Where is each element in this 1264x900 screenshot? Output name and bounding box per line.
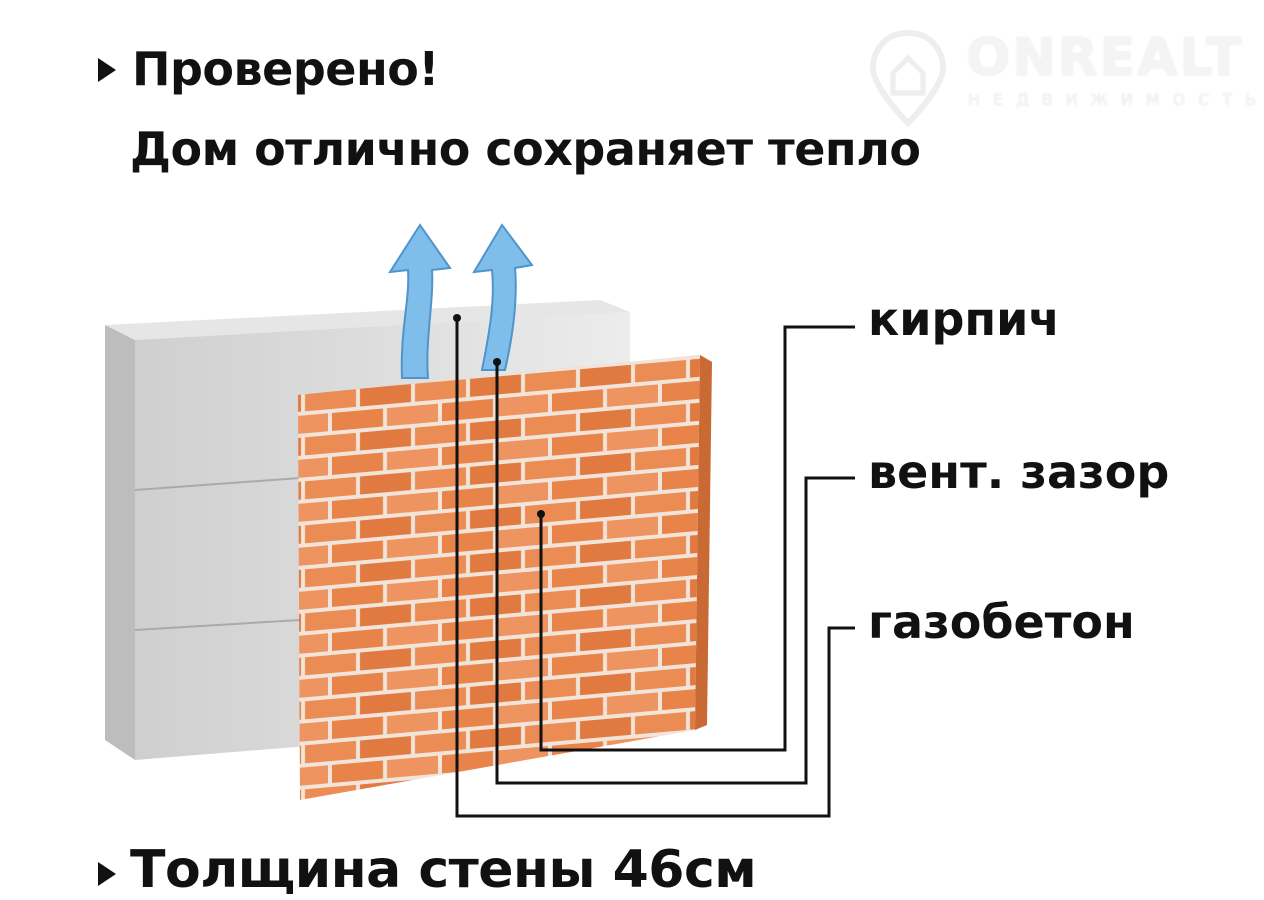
label-aerated-concrete: газобетон bbox=[868, 595, 1135, 649]
leader-aerated bbox=[455, 318, 855, 818]
heat-arrow-icon bbox=[388, 223, 534, 379]
wall-thickness-text: Толщина стены 46см bbox=[130, 840, 757, 900]
leader-brick bbox=[539, 325, 855, 752]
brick-wall-front bbox=[298, 355, 700, 800]
aerated-block-face bbox=[105, 325, 135, 760]
label-vent-gap: вент. зазор bbox=[868, 445, 1170, 499]
bullet-icon bbox=[98, 862, 116, 886]
watermark-subtitle: НЕДВИЖИМОСТЬ bbox=[968, 90, 1264, 109]
leader-gap bbox=[495, 362, 855, 785]
headline: Проверено! bbox=[132, 42, 439, 96]
watermark-brand: ONREALT bbox=[966, 28, 1244, 88]
leader-lines bbox=[455, 318, 855, 818]
subheadline: Дом отлично сохраняет тепло bbox=[130, 122, 921, 176]
house-pin-icon bbox=[869, 29, 947, 128]
brick-wall-side bbox=[695, 355, 712, 730]
bullet-icon bbox=[98, 58, 116, 82]
label-brick: кирпич bbox=[868, 292, 1060, 346]
